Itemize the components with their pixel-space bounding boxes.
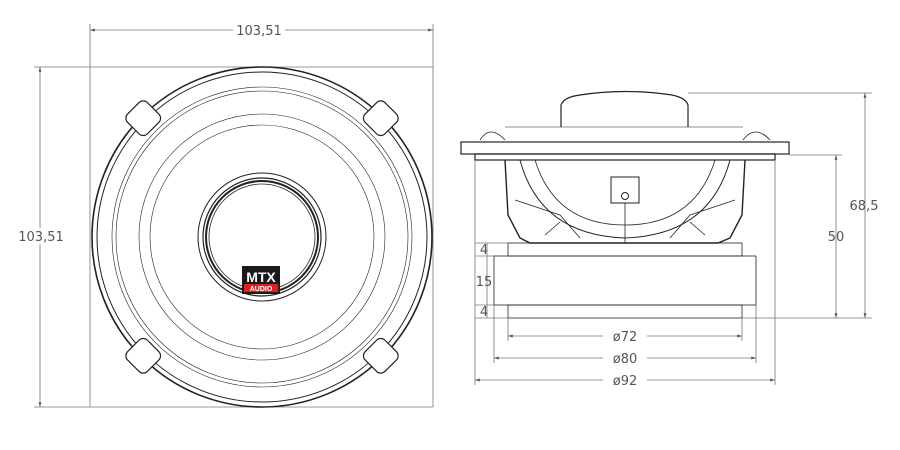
dia-80-label: ø80 <box>613 352 638 367</box>
magnet-top-plate <box>507 242 743 257</box>
side-view: 68,5 50 4 15 4 ø72 ø80 ø92 <box>460 90 879 389</box>
magnet-bottom-label: 4 <box>480 305 488 320</box>
mtx-audio-logo: MTX AUDIO <box>242 266 280 294</box>
magnet-bottom-plate <box>507 304 743 319</box>
dia-92-label: ø92 <box>613 374 638 389</box>
magnet-top-label: 4 <box>480 243 488 258</box>
magnet <box>493 255 757 306</box>
dia-72-label: ø72 <box>613 330 638 345</box>
tweeter-dome <box>560 90 689 127</box>
mount-depth-label: 50 <box>828 230 845 245</box>
mounting-tabs <box>125 100 399 374</box>
mounting-flange <box>460 141 790 155</box>
svg-text:AUDIO: AUDIO <box>250 286 273 293</box>
speaker-frame <box>91 66 433 408</box>
front-view: 103,51 103,51 MTX AUDIO <box>18 22 434 408</box>
overall-height-label: 68,5 <box>850 199 879 214</box>
svg-text:MTX: MTX <box>246 269 276 285</box>
height-label: 103,51 <box>18 230 64 245</box>
width-label: 103,51 <box>236 24 282 39</box>
magnet-height-label: 15 <box>476 275 493 290</box>
